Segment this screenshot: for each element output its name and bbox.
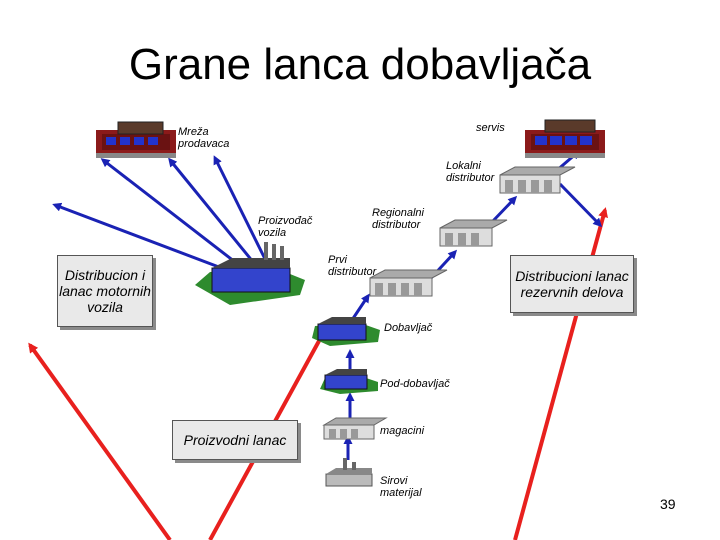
red-arrow-to-motor-chain xyxy=(28,342,172,540)
label-vehicle-manufacturer: Proizvođač vozila xyxy=(258,215,313,239)
label-warehouses: magacini xyxy=(380,425,425,437)
blue-arrow-2 xyxy=(100,158,249,274)
box-motor-vehicle-chain: Distribucion i lanac motornih vozila xyxy=(57,255,153,327)
warehouse-icon-magacini xyxy=(322,417,388,440)
label-dealer-network: Mreža prodavaca xyxy=(178,126,230,150)
factory-icon-subsupplier xyxy=(320,369,378,394)
page-number: 39 xyxy=(660,496,676,512)
label-first-distributor: Prvi distributor xyxy=(328,254,377,278)
factory-icon-raw-material xyxy=(325,458,373,487)
label-regional-distributor: Regionalni distributor xyxy=(372,207,424,231)
box-production-chain: Proizvodni lanac xyxy=(172,420,298,460)
warehouse-icon-regional xyxy=(439,219,508,247)
blue-arrow-3 xyxy=(168,157,260,269)
warehouse-icon-local xyxy=(499,166,576,194)
label-supplier: Dobavljač xyxy=(384,322,433,334)
factory-icon-supplier xyxy=(312,317,380,346)
label-servis: servis xyxy=(476,122,505,134)
blue-arrow-4 xyxy=(213,155,270,266)
box-spare-parts-chain: Distribucioni lanac rezervnih delova xyxy=(510,255,634,313)
blue-arrow-10 xyxy=(490,195,518,224)
label-local-distributor: Lokalni distributor xyxy=(446,160,495,184)
factory-icon-main xyxy=(195,242,305,305)
blue-arrow-8 xyxy=(350,293,370,321)
label-raw-material: Sirovi materijal xyxy=(380,475,422,499)
label-sub-supplier: Pod-dobavljač xyxy=(380,378,450,390)
blue-arrow-12 xyxy=(558,182,603,228)
store-icon-right xyxy=(525,119,605,158)
blue-arrow-1 xyxy=(52,202,241,277)
store-icon-left xyxy=(96,121,176,158)
page-title: Grane lanca dobavljača xyxy=(128,40,592,89)
warehouse-icon-first xyxy=(369,269,448,297)
